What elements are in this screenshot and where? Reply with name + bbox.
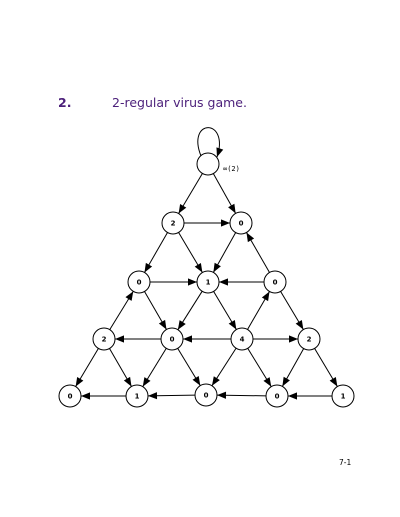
node-label: 2 <box>171 220 176 228</box>
node-circle <box>58 384 82 408</box>
edge-r3b-to-r4c <box>177 348 201 386</box>
node-circle <box>127 270 151 294</box>
node-label: 0 <box>275 393 280 401</box>
node-circle <box>194 383 218 407</box>
node-circle <box>229 211 253 235</box>
edge-top-to-r1b <box>212 173 237 214</box>
node-r2c: 0 <box>263 270 287 294</box>
node-top <box>196 152 220 176</box>
edge-r1b-to-r2b <box>212 232 237 273</box>
node-r3a: 2 <box>92 327 116 351</box>
node-r4e: 1 <box>331 384 355 408</box>
node-circle <box>92 327 116 351</box>
edge-r2a-to-r3b <box>144 291 167 330</box>
node-circle <box>263 270 287 294</box>
node-label: 1 <box>206 279 211 287</box>
node-label: 0 <box>68 393 73 401</box>
node-circle <box>161 211 185 235</box>
edge-r4d-to-r4c <box>216 391 267 399</box>
edge-r3c-to-r2c <box>247 291 270 330</box>
edge-r2c-to-r3d <box>280 291 304 330</box>
node-r4c: 0 <box>194 383 218 407</box>
edge-r4c-to-r4b <box>147 392 196 400</box>
node-label: 0 <box>204 392 209 400</box>
edge-r3c-to-r4d <box>247 348 272 387</box>
node-r4a: 0 <box>58 384 82 408</box>
node-circle <box>196 270 220 294</box>
section-number: 2. <box>58 95 72 110</box>
node-circle <box>265 384 289 408</box>
edge-layer <box>75 173 338 400</box>
self-loop-layer: ∞(2) <box>197 127 240 173</box>
edge-r1a-to-r2b <box>178 232 203 273</box>
edge-r3a-to-r4b <box>109 348 132 387</box>
edge-r1a-to-r2a <box>144 232 168 273</box>
node-r2a: 0 <box>127 270 151 294</box>
self-loop-label: ∞(2) <box>223 165 240 173</box>
node-r2b: 1 <box>196 270 220 294</box>
node-r3b: 0 <box>160 327 184 351</box>
node-r1b: 0 <box>229 211 253 235</box>
section-title: 2-regular virus game. <box>112 95 247 110</box>
node-label: 1 <box>135 393 140 401</box>
edge-r2b-to-r3c <box>213 291 237 330</box>
edge-r3c-to-r4c <box>211 347 237 387</box>
node-label: 0 <box>170 336 175 344</box>
node-circle <box>125 384 149 408</box>
node-layer: 2 0 0 1 0 2 0 4 2 0 1 0 0 1 <box>58 152 355 408</box>
self-loop-top <box>197 127 224 158</box>
node-r3c: 4 <box>230 327 254 351</box>
node-label: 0 <box>273 279 278 287</box>
edge-r3a-to-r2a <box>109 291 134 330</box>
node-r4b: 1 <box>125 384 149 408</box>
node-circle <box>297 327 321 351</box>
node-r1a: 2 <box>161 211 185 235</box>
node-label: 2 <box>307 336 312 344</box>
edge-r3d-to-r4e <box>314 348 338 387</box>
node-label: 4 <box>240 336 245 344</box>
node-label: 2 <box>102 336 107 344</box>
edge-r3a-to-r4a <box>75 348 99 387</box>
node-circle <box>196 152 220 176</box>
edge-top-to-r1a <box>178 173 203 214</box>
node-r4d: 0 <box>265 384 289 408</box>
node-circle <box>160 327 184 351</box>
edge-r2b-to-r3b <box>177 291 203 330</box>
node-r3d: 2 <box>297 327 321 351</box>
edge-r3b-to-r4b <box>142 348 167 387</box>
edge-r2c-to-r1b <box>246 232 270 273</box>
node-circle <box>230 327 254 351</box>
page-number: 7-1 <box>339 458 352 467</box>
node-label: 0 <box>239 220 244 228</box>
node-circle <box>331 384 355 408</box>
node-label: 1 <box>341 393 346 401</box>
node-label: 0 <box>137 279 142 287</box>
edge-r3d-to-r4d <box>281 348 305 387</box>
